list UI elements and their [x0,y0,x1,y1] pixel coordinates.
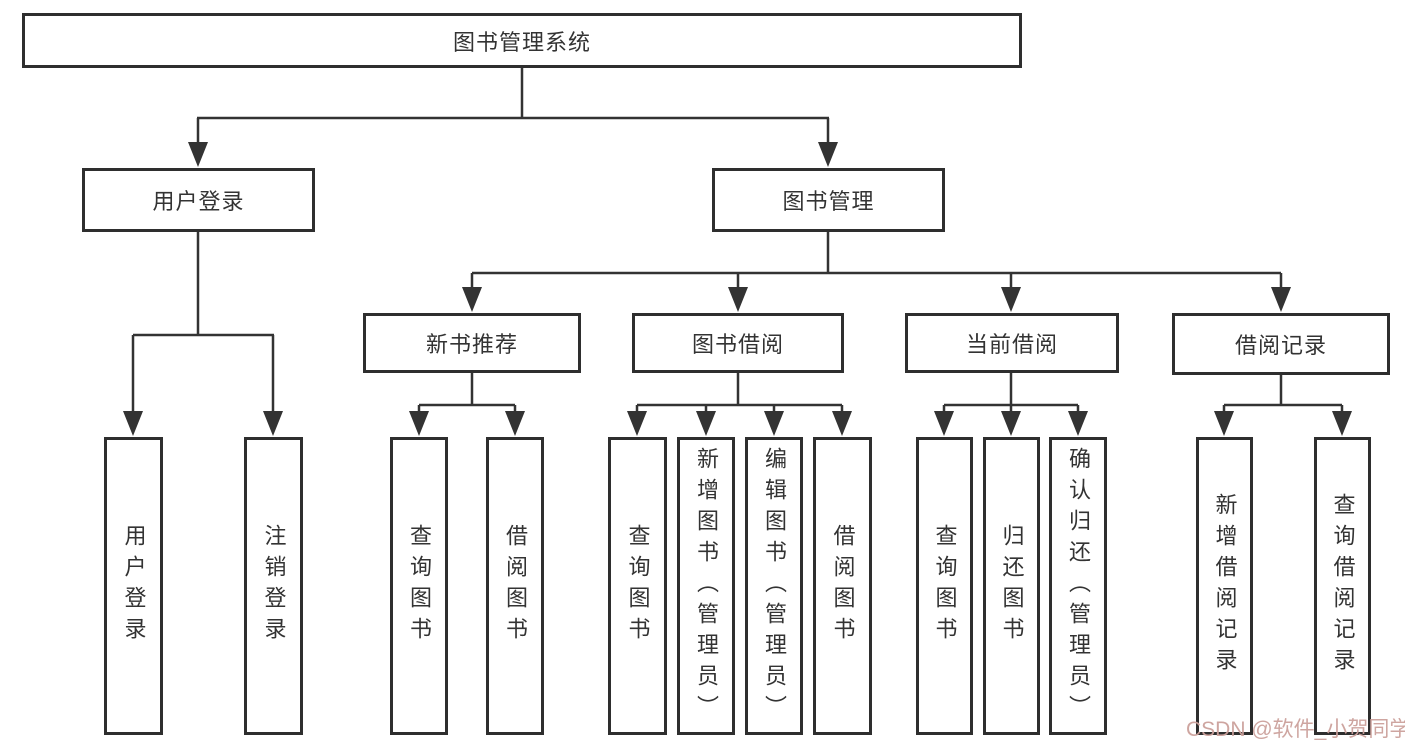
node-label: 查询图书 [932,524,958,648]
node-new-book-recommend: 新书推荐 [363,313,581,373]
connector-user-login-children [123,232,283,436]
node-label: 编辑图书（管理员） [762,446,787,726]
node-label: 借阅记录 [1234,333,1327,358]
node-label: 查询图书 [407,524,432,648]
arrowhead-icon [1332,411,1352,436]
arrowhead-icon [728,287,748,312]
node-label: 借阅图书 [830,524,856,648]
node-book-borrowing: 图书借阅 [632,313,844,373]
leaf-confirm-return-admin: 确认归还（管理员） [1049,437,1107,735]
connector-line [637,373,842,407]
node-label: 新增借阅记录 [1212,493,1238,679]
arrowhead-icon [123,411,143,436]
node-label: 查询借阅记录 [1330,493,1356,679]
connector-line [133,232,274,337]
node-label: 新增图书（管理员） [694,446,719,726]
connector-line [1224,375,1342,407]
node-label: 新书推荐 [425,332,518,357]
leaf-query-books: 查询图书 [390,437,448,735]
arrowhead-icon [1271,287,1291,312]
node-library-system: 图书管理系统 [22,13,1022,68]
leaf-logout: 注销登录 [244,437,303,735]
node-label: 注销登录 [261,524,287,648]
arrowhead-icon [832,411,852,436]
arrowhead-icon [1001,411,1021,436]
node-label: 图书管理系统 [452,29,591,55]
arrowhead-icon [188,142,208,167]
connector-line [472,232,1281,275]
leaf-user-login: 用户登录 [104,437,163,735]
connector-book-borrow-children [627,373,852,436]
node-user-login: 用户登录 [82,168,315,232]
connector-current-borrow-children [934,373,1088,436]
node-borrowing-records: 借阅记录 [1172,313,1390,375]
node-label: 图书借阅 [691,332,784,357]
leaf-return-books: 归还图书 [983,437,1040,735]
leaf-add-books-admin: 新增图书（管理员） [677,437,735,735]
arrowhead-icon [263,411,283,436]
arrowhead-icon [696,411,716,436]
leaf-add-borrow-record: 新增借阅记录 [1196,437,1253,735]
node-label: 借阅图书 [503,524,528,648]
node-book-management: 图书管理 [712,168,945,232]
arrowhead-icon [764,411,784,436]
leaf-query-borrow-record: 查询借阅记录 [1314,437,1371,735]
node-label: 当前借阅 [965,332,1058,357]
node-label: 查询图书 [625,524,651,648]
arrowhead-icon [1001,287,1021,312]
arrowhead-icon [462,287,482,312]
connector-borrow-records-children [1214,375,1352,436]
connector-line [419,373,515,407]
arrowhead-icon [409,411,429,436]
connector-line [197,68,829,120]
arrowhead-icon [505,411,525,436]
csdn-watermark: CSDN @软件_小贺同学 [1186,718,1405,741]
leaf-borrow-books: 借阅图书 [486,437,544,735]
arrowhead-icon [1214,411,1234,436]
arrowhead-icon [627,411,647,436]
arrowhead-icon [934,411,954,436]
connector-book-mgmt-to-level3 [462,232,1291,312]
leaf-edit-books-admin: 编辑图书（管理员） [745,437,803,735]
leaf-borrow-books: 借阅图书 [813,437,872,735]
connector-root-to-level2 [188,68,838,167]
arrowhead-icon [1068,411,1088,436]
arrowhead-icon [818,142,838,167]
node-label: 用户登录 [121,524,147,648]
node-label: 图书管理 [782,189,875,214]
node-label: 确认归还（管理员） [1066,446,1091,726]
node-label: 归还图书 [999,524,1025,648]
connector-line [944,373,1078,407]
node-label: 用户登录 [152,189,245,214]
leaf-query-books: 查询图书 [916,437,973,735]
node-current-borrowing: 当前借阅 [905,313,1119,373]
connector-new-books-children [409,373,525,436]
leaf-query-books: 查询图书 [608,437,667,735]
